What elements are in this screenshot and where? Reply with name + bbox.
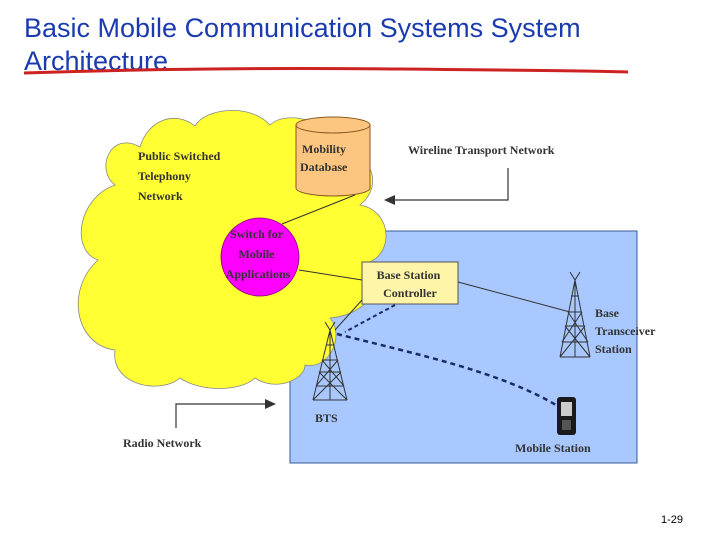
- bts-left-label: BTS: [315, 411, 338, 425]
- bsc-dashed-link: [344, 304, 396, 333]
- bts-right-label: Base Transceiver Station: [595, 306, 658, 356]
- radio-network-label: Radio Network: [123, 436, 202, 450]
- base-station-controller: [361, 261, 459, 305]
- bsc-bts-left-link: [334, 299, 363, 331]
- bts-left-tower: [312, 321, 348, 401]
- title-line-1: Basic Mobile Communication Systems Syste…: [24, 13, 581, 43]
- switch-db-link: [281, 194, 356, 225]
- mobile-station-label: Mobile Station: [515, 441, 591, 455]
- slide-number: 1-29: [661, 514, 684, 526]
- wireline-arrowhead: [384, 195, 395, 205]
- wireline-label: Wireline Transport Network: [408, 143, 555, 157]
- wireline-arrow: [393, 168, 509, 201]
- bts-right-tower: [559, 271, 591, 358]
- radio-network-arrowhead: [265, 399, 276, 409]
- radio-network-arrow: [175, 403, 267, 428]
- slide-title: Basic Mobile Communication Systems Syste…: [24, 12, 664, 78]
- switch-label: Switch for Mobile Applications: [226, 227, 291, 281]
- bsc-bts-right-link: [457, 281, 571, 313]
- mobility-database-label: Mobility Database: [300, 142, 349, 174]
- switch-bsc-link: [298, 269, 363, 281]
- mobile-station: [557, 397, 576, 435]
- pstn-label: Public Switched Telephony Network: [138, 149, 223, 203]
- title-underline: [23, 67, 629, 75]
- bsc-label: Base Station Controller: [377, 268, 444, 300]
- mobility-database: [295, 116, 371, 197]
- radio-link-dashed: [336, 332, 557, 407]
- mobile-switch: [220, 217, 300, 297]
